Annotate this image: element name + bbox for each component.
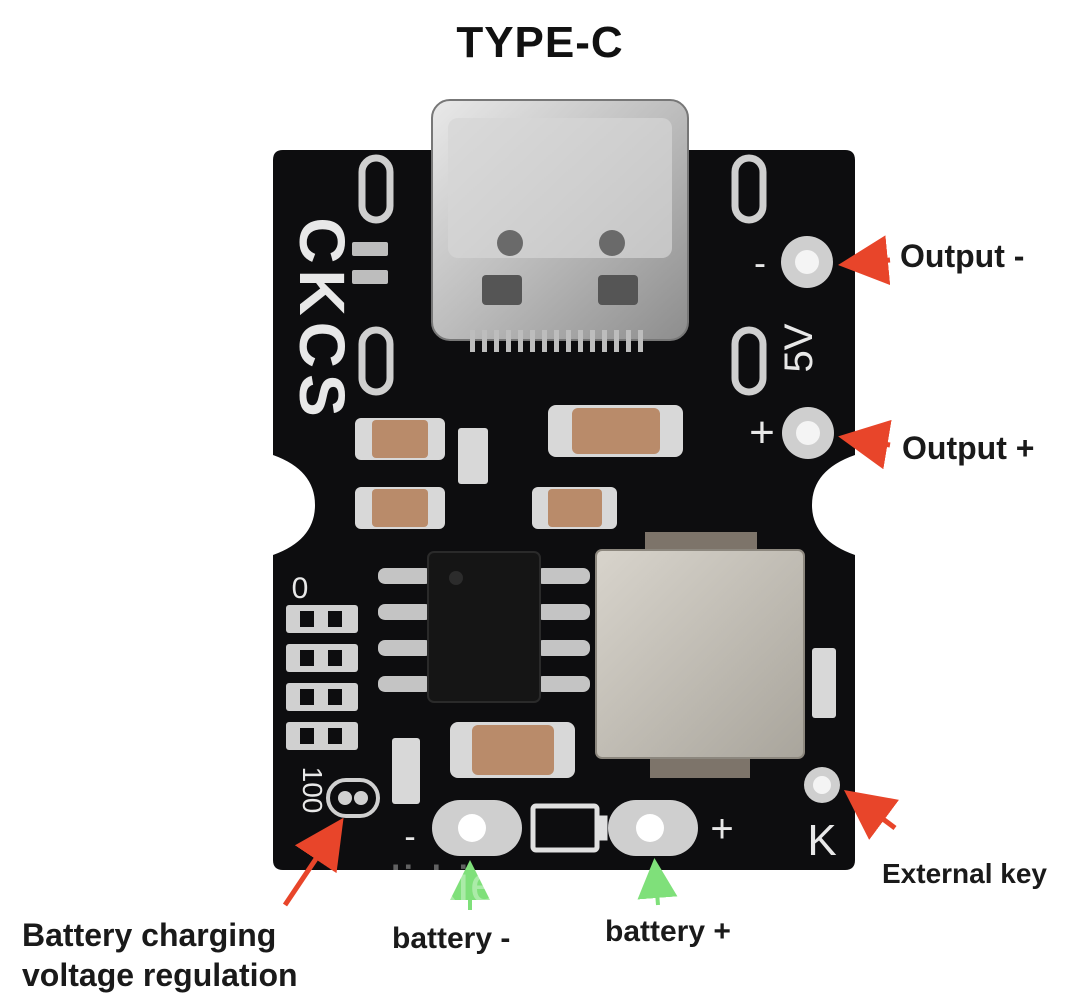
arrow-external-key [843,790,900,840]
arrow-output-plus [838,419,892,470]
battery-icon [530,803,608,853]
ic-chip [378,551,590,703]
label-battery-minus: battery - [392,922,511,955]
arrow-output-minus [838,235,891,286]
silk-scale-bottom: 100 [297,767,328,814]
silk-key: K [807,816,836,865]
output-minus-pad [781,236,833,288]
capacitors [355,405,683,778]
silk-output-minus: - [754,242,766,283]
watermark: ali.kiev.ua [360,856,599,914]
usb-type-c-connector [431,99,689,352]
silk-battery-plus: + [710,807,733,851]
arrow-charging-regulation [282,817,344,907]
inductor [595,532,805,778]
solder-jumper [326,778,380,818]
label-output-minus: Output - [900,238,1025,274]
battery-plus-pad [608,800,698,856]
silk-battery-minus: - [404,818,415,856]
label-output-plus: Output + [902,430,1035,466]
output-plus-pad [782,407,834,459]
label-charging-regulation: Battery charging voltage regulation [22,915,298,995]
label-charging-regulation-line2: voltage regulation [22,957,298,993]
label-charging-regulation-line1: Battery charging [22,917,277,953]
silk-output-plus: + [749,408,775,457]
label-external-key: External key [882,858,1047,889]
silk-brand: CKCS [286,217,358,422]
battery-minus-pad [432,800,522,856]
arrow-battery-plus [637,858,678,906]
silk-scale-top: 0 [292,572,309,605]
silk-5v: 5V [777,323,821,372]
label-battery-plus: battery + [605,915,731,948]
title-type-c: TYPE-C [456,18,624,67]
external-key-pad [804,767,840,803]
